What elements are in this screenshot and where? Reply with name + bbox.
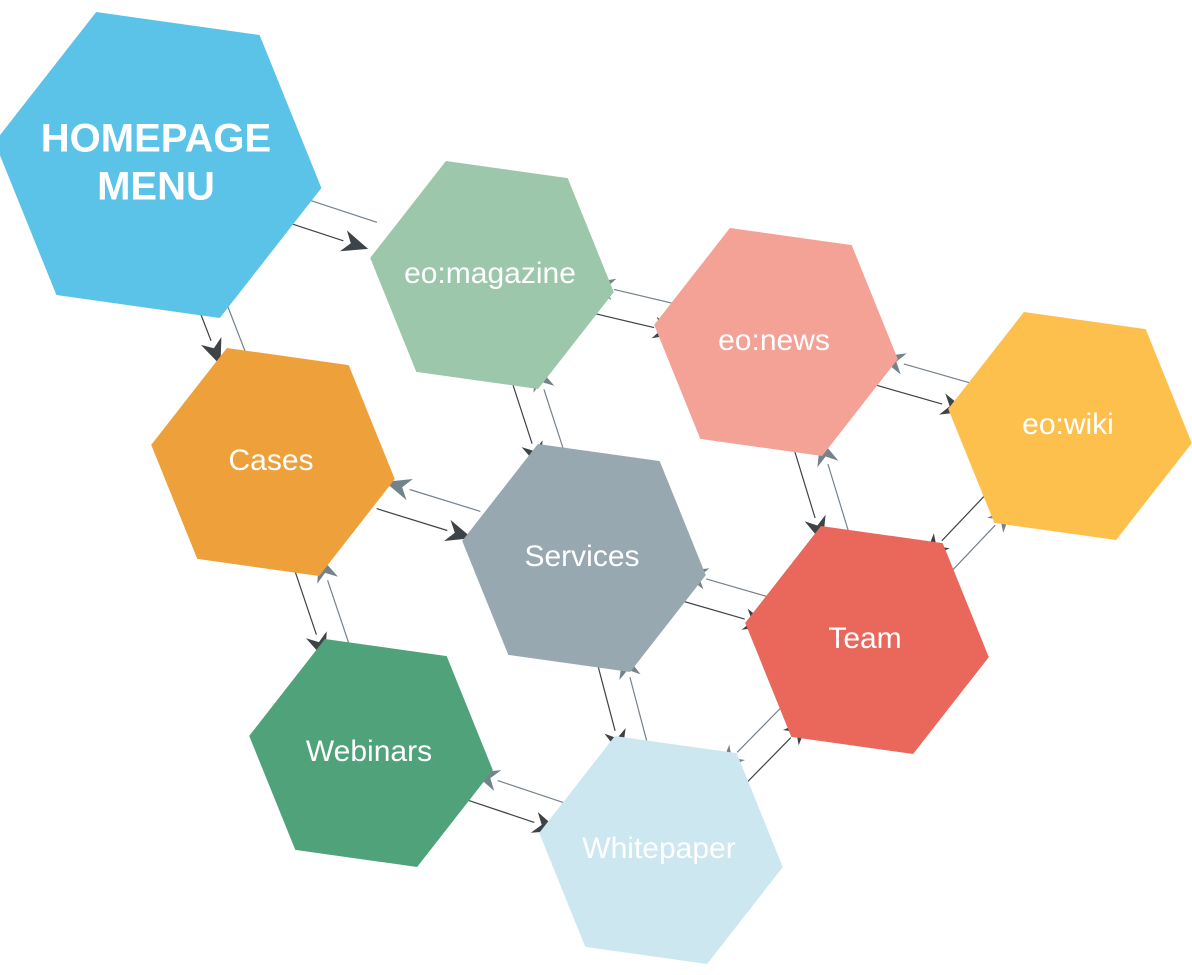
hex-label-homepage: HOMEPAGE [41,117,271,161]
hex-node-webinars[interactable]: Webinars [249,639,493,867]
hex-label-wiki: eo:wiki [1022,408,1114,441]
hex-label-whitepaper: Whitepaper [582,832,735,865]
hex-label-webinars: Webinars [306,735,432,768]
hex-node-magazine[interactable]: eo:magazine [370,161,614,389]
hex-shape-team [745,526,989,754]
hex-shape-services [462,444,706,672]
hex-label-team: Team [828,622,901,655]
hex-label-magazine: eo:magazine [404,257,576,290]
hex-shape-wiki [948,312,1192,540]
hex-node-whitepaper[interactable]: Whitepaper [539,736,783,964]
hex-shape-magazine [370,161,614,389]
hex-shape-cases [151,348,395,576]
hex-label-homepage: MENU [97,165,215,209]
hex-node-cases[interactable]: Cases [151,348,395,576]
hex-node-news[interactable]: eo:news [654,228,898,456]
hex-label-news: eo:news [718,324,830,357]
hex-shape-homepage [0,12,322,318]
hex-shape-webinars [249,639,493,867]
arrow-cases-to-services [376,508,473,541]
hex-label-cases: Cases [228,444,313,477]
hex-node-services[interactable]: Services [462,444,706,672]
hex-label-services: Services [524,540,639,573]
arrow-services-to-cases [384,479,481,512]
hex-shape-whitepaper [539,736,783,964]
hex-node-team[interactable]: Team [745,526,989,754]
hex-node-wiki[interactable]: eo:wiki [948,312,1192,540]
hex-shape-news [654,228,898,456]
